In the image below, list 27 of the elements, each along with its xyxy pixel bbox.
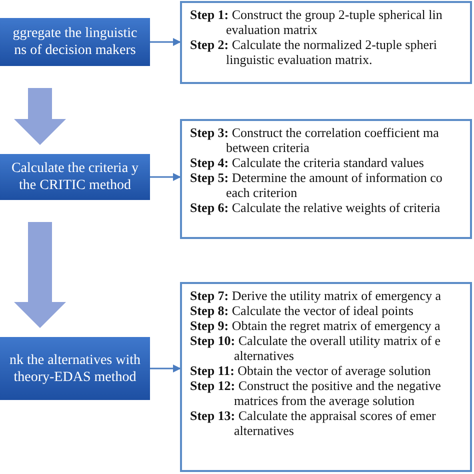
step-text: Step 1: Construct the group 2-tuple spherical lin evaluation matrix: [190, 7, 444, 37]
steps-box: [180, 119, 472, 239]
step-text: Step 9: Obtain the regret matrix of emergency a: [190, 318, 442, 333]
step-text: Step 11: Obtain the vector of average solution: [190, 363, 432, 378]
arrow: [150, 364, 181, 372]
step-text: Step 13: Calculate the appraisal scores of emer alternatives: [190, 408, 437, 438]
process-box: [0, 154, 150, 200]
steps-box: [180, 1, 472, 84]
step-text: Step 3: Construct the correlation coefficient ma between criteria: [190, 125, 440, 155]
step-text: Step 8: Calculate the vector of ideal points: [190, 303, 414, 318]
arrow: [150, 38, 181, 46]
step-text: Step 5: Determine the amount of information co each criterion: [190, 170, 444, 200]
process-box: [0, 18, 150, 66]
process-label: Calculate the criteria y the CRITIC method: [10, 160, 140, 194]
step-text: Step 2: Calculate the normalized 2-tuple spheri linguistic evaluation matrix.: [190, 37, 438, 67]
process-box: [0, 337, 150, 400]
step-text: Step 12: Construct the positive and the negative matrices from the average solution: [190, 378, 442, 408]
step-text: Step 7: Derive the utility matrix of emergency a: [190, 288, 442, 303]
steps-box: [180, 282, 472, 472]
process-label: nk the alternatives with theory-EDAS method: [8, 352, 142, 386]
step-text: Step 10: Calculate the overall utility matrix of e alternatives: [190, 333, 442, 363]
block-arrow: [14, 88, 66, 145]
process-label: ggregate the linguistic ns of decision makers: [12, 25, 138, 59]
step-text: Step 4: Calculate the criteria standard values: [190, 155, 425, 170]
step-text: Step 6: Calculate the relative weights of criteria: [190, 200, 442, 215]
block-arrow: [14, 222, 66, 328]
arrow: [150, 173, 181, 181]
